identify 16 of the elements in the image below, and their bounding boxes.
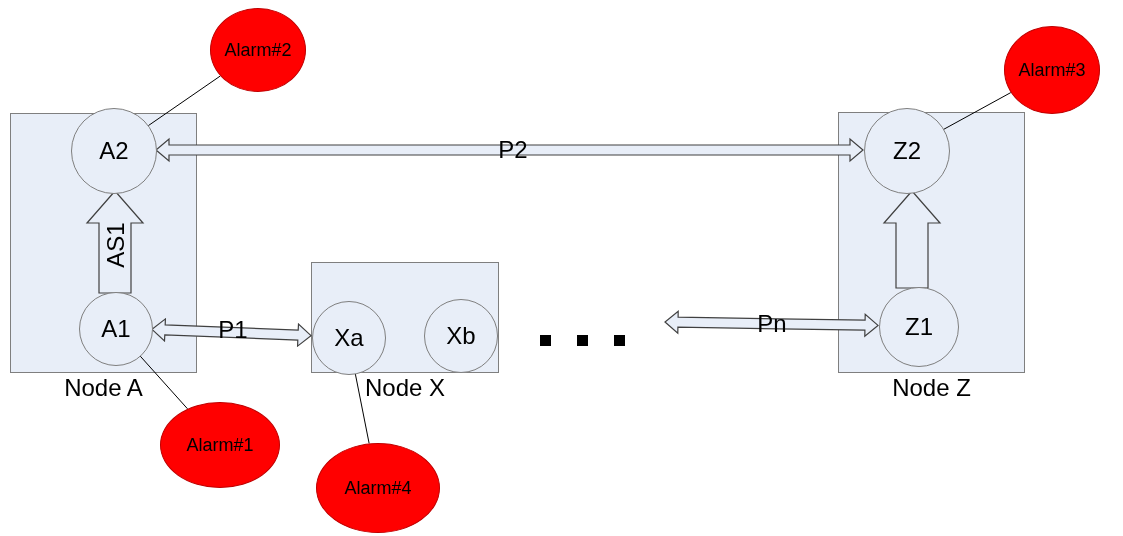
node-label: Node X <box>363 376 447 400</box>
alarm-ellipse: Alarm#1 <box>160 402 280 488</box>
edge-label: AS1 <box>104 222 128 268</box>
double-block-arrow <box>151 317 312 348</box>
leader-line <box>147 75 221 127</box>
edge-label: P2 <box>498 138 528 162</box>
leader-line <box>943 92 1012 130</box>
double-block-arrow <box>155 137 864 163</box>
node-label: Node A <box>63 376 144 400</box>
leader-line <box>139 355 189 410</box>
alarm-ellipse: Alarm#2 <box>210 8 306 92</box>
alarm-ellipse: Alarm#3 <box>1004 26 1100 114</box>
double-block-arrow <box>664 309 879 338</box>
alarm-ellipse: Alarm#4 <box>316 443 440 533</box>
leader-line <box>354 372 370 444</box>
node-label: Node Z <box>891 376 972 400</box>
